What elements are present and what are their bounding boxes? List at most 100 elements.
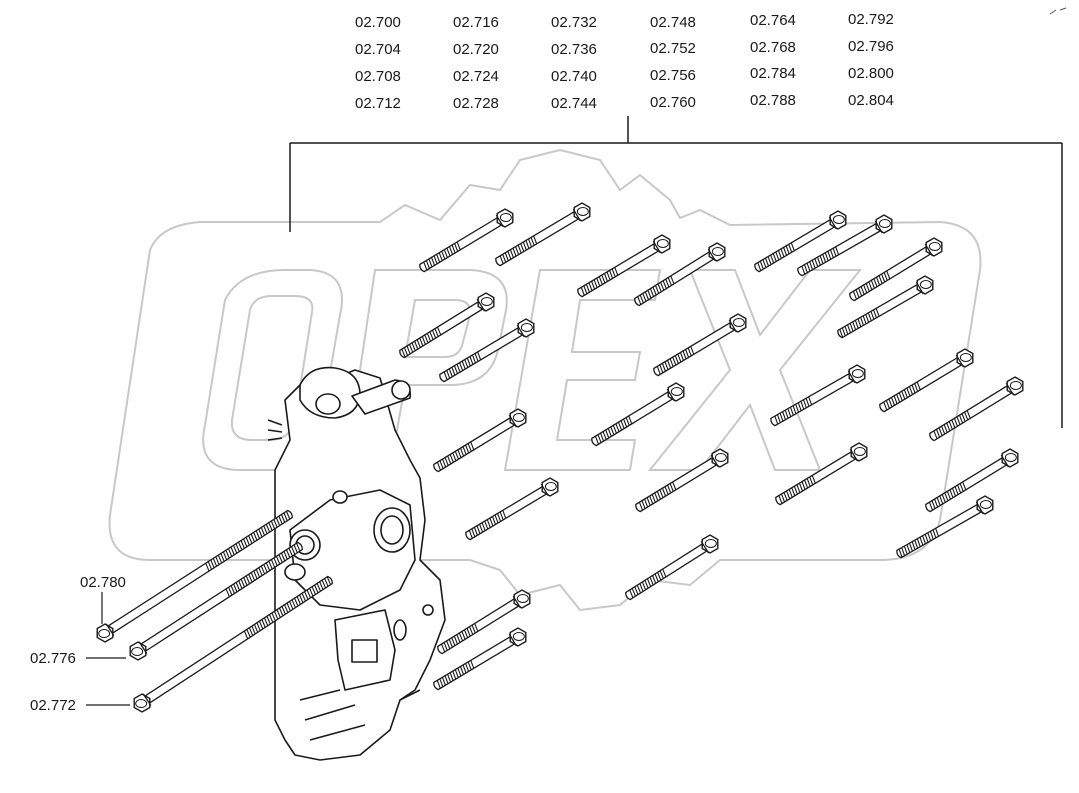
bolt-thread — [933, 410, 971, 440]
bolt-flange — [849, 448, 859, 462]
bolt-head-face — [959, 352, 972, 362]
bolt-hex-head — [976, 495, 994, 515]
bolt-shank — [634, 250, 716, 307]
housing-boss-hole — [332, 490, 348, 504]
bolt-thread — [225, 543, 301, 597]
bolt-flange — [666, 388, 676, 402]
bolt-hex-head — [477, 292, 495, 312]
bolt-hex-head — [701, 534, 719, 554]
part-number: 02.752 — [650, 40, 696, 57]
bolt-shank — [653, 321, 736, 377]
bolt-flange — [915, 281, 924, 295]
part-number: 02.724 — [453, 68, 499, 85]
part-number: 02.708 — [355, 68, 401, 85]
bolt-thread — [757, 242, 795, 271]
bolt-flange — [700, 540, 710, 554]
corner-mark — [1049, 7, 1067, 15]
housing-lower-ribs — [299, 689, 421, 741]
bolt-thread — [852, 270, 891, 300]
bolt-head-face — [853, 446, 866, 456]
bolt-flange — [652, 240, 661, 254]
bolt-head-face — [98, 629, 111, 639]
bolt-head-face — [878, 219, 891, 229]
callout-label: 02.772 — [30, 697, 76, 714]
hex-bolt — [925, 448, 1019, 513]
bolt-head-face — [1004, 452, 1017, 462]
bolt-thread — [443, 351, 482, 381]
hex-bolt — [929, 376, 1024, 442]
bolt-hex-head — [653, 234, 671, 254]
bolt-hex-head — [916, 275, 934, 295]
hex-bolt — [896, 495, 994, 559]
hex-bolt — [775, 442, 868, 506]
hex-bolt — [495, 202, 591, 267]
hex-bolt — [797, 214, 893, 277]
hex-bolt — [577, 234, 671, 298]
bolt-head-face — [928, 241, 941, 251]
hex-bolt — [625, 534, 719, 601]
bolt-head-face — [656, 238, 669, 248]
bolt-flange — [728, 319, 737, 333]
bolt-head-face — [670, 386, 683, 396]
bolt-shank — [106, 509, 293, 635]
bolt-shank — [625, 542, 709, 601]
bolt-flange — [516, 324, 525, 338]
part-number: 02.764 — [750, 12, 796, 29]
part-number: 02.728 — [453, 95, 499, 112]
bolt-hex-head — [96, 623, 114, 643]
bolt-flange — [508, 414, 518, 428]
bolt-shank — [635, 456, 718, 513]
bolt-hex-head — [729, 313, 747, 333]
bolt-head-face — [520, 322, 533, 332]
bolt-thread — [436, 660, 475, 689]
bolt-shank — [465, 485, 548, 541]
bolt-flange — [955, 354, 965, 368]
bolt-hex-head — [848, 364, 866, 384]
bolt-shank — [591, 390, 674, 447]
housing-port — [284, 563, 306, 581]
bolt-flange — [924, 243, 934, 257]
bolt-thread — [656, 346, 695, 375]
bolt-shank — [770, 372, 855, 427]
bolt-hex-head — [711, 448, 729, 468]
bolt-thread — [436, 441, 475, 471]
bolt-thread — [898, 528, 939, 558]
part-number: 02.720 — [453, 41, 499, 58]
bolt-thread — [629, 568, 667, 599]
hex-bolt — [879, 348, 974, 413]
bolt-head-face — [714, 452, 727, 462]
bolt-hex-head — [829, 210, 847, 230]
part-number: 02.800 — [848, 65, 894, 82]
bolt-head-face — [832, 214, 845, 224]
callout-label: 02.776 — [30, 650, 76, 667]
bolt-head-face — [704, 538, 717, 548]
bolt-head-face — [1009, 380, 1022, 390]
bolt-hex-head — [925, 237, 943, 257]
bolt-head-face — [919, 280, 932, 290]
part-number: 02.768 — [750, 39, 796, 56]
bolt-thread — [801, 246, 840, 275]
watermark-letter-x — [647, 269, 863, 471]
bolt-flange — [105, 623, 115, 636]
bolt-thread — [580, 267, 619, 296]
bolt-hex-head — [129, 641, 147, 661]
group-bracket — [289, 116, 1063, 428]
hex-bolt — [634, 242, 726, 307]
bolt-flange — [508, 633, 517, 647]
bolt-hex-head — [1001, 448, 1019, 468]
part-number: 02.788 — [750, 92, 796, 109]
bolt-head-face — [576, 206, 589, 216]
bolt-thread — [928, 481, 967, 511]
housing-left-edge — [267, 419, 283, 441]
bolt-head-face — [499, 212, 512, 222]
housing-right-bore-inner — [380, 515, 404, 545]
hex-bolt — [433, 408, 527, 473]
bolt-flange — [828, 216, 837, 230]
bolt-head-face — [979, 500, 992, 510]
bolt-shank — [849, 245, 932, 302]
bolt-shank — [929, 384, 1013, 442]
bolt-flange — [975, 501, 984, 515]
bolt-head-face — [512, 412, 525, 422]
